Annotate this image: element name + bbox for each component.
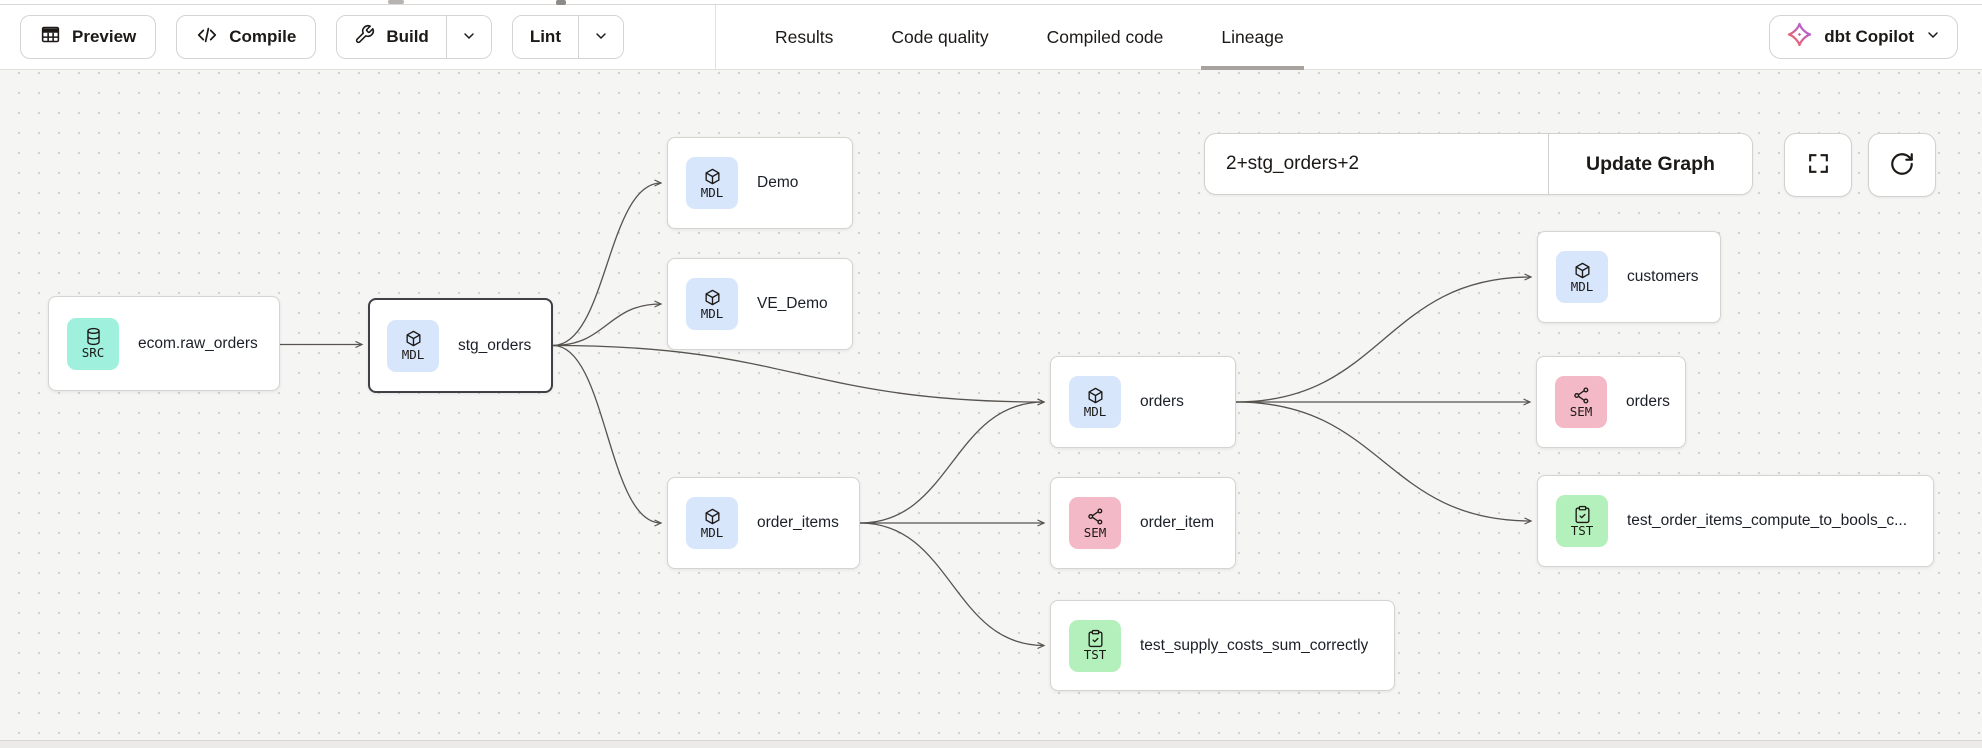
semantic-model-icon: SEM — [1555, 376, 1607, 428]
chevron-down-icon — [593, 28, 609, 47]
node-stg_orders[interactable]: MDL stg_orders — [368, 298, 553, 393]
lineage-selector-input[interactable] — [1205, 134, 1548, 194]
node-label: customers — [1627, 268, 1699, 285]
bottom-panel-edge — [0, 740, 1982, 748]
lint-button[interactable]: Lint — [512, 16, 578, 58]
wrench-icon — [354, 24, 375, 50]
toolbar-divider — [715, 5, 716, 70]
edge-orders_mdl-to-customers — [1235, 277, 1531, 403]
code-icon — [196, 24, 218, 51]
preview-label: Preview — [72, 27, 137, 46]
database-icon: SRC — [67, 317, 119, 370]
chevron-down-icon — [461, 28, 477, 47]
build-button-group: Build — [336, 15, 492, 59]
lint-button-group: Lint — [511, 15, 624, 59]
node-label: orders — [1626, 393, 1670, 410]
cube-icon: MDL — [1556, 251, 1608, 303]
lint-dropdown-button[interactable] — [577, 16, 623, 58]
cube-icon: MDL — [686, 278, 738, 330]
node-label: test_supply_costs_sum_correctly — [1140, 636, 1369, 654]
edge-stg_orders-to-order_items — [552, 344, 661, 524]
lint-label: Lint — [529, 27, 561, 46]
fullscreen-icon — [1806, 151, 1831, 179]
graph-selector-bar: Update Graph — [1204, 133, 1753, 195]
tab-lineage[interactable]: Lineage — [1192, 5, 1312, 70]
cube-icon: MDL — [387, 319, 439, 372]
tab-code-quality[interactable]: Code quality — [891, 27, 989, 47]
node-demo[interactable]: MDL Demo — [667, 137, 853, 229]
node-test_supply[interactable]: TST test_supply_costs_sum_correctly — [1050, 600, 1395, 691]
test-icon: TST — [1069, 619, 1121, 672]
build-dropdown-button[interactable] — [445, 16, 491, 58]
build-button[interactable]: Build — [337, 16, 446, 58]
node-label: orders — [1140, 393, 1184, 410]
cube-icon: MDL — [686, 157, 738, 209]
update-graph-button[interactable]: Update Graph — [1548, 134, 1752, 194]
build-label: Build — [386, 27, 429, 46]
edge-stg_orders-to-ve_demo — [552, 304, 661, 347]
edge-order_items-to-orders_mdl — [859, 402, 1044, 524]
node-orders_mdl[interactable]: MDL orders — [1050, 356, 1236, 448]
node-label: VE_Demo — [757, 295, 828, 312]
result-panel-tabs: Results Code quality Compiled code Lineage — [746, 5, 1313, 70]
dbt-copilot-label: dbt Copilot — [1824, 27, 1914, 46]
refresh-button[interactable] — [1868, 133, 1936, 197]
tabbar-fragment — [388, 0, 404, 4]
tabbar-fragment — [556, 0, 566, 5]
node-orders_sem[interactable]: SEM orders — [1536, 356, 1686, 448]
preview-button[interactable]: Preview — [20, 15, 157, 59]
compile-button[interactable]: Compile — [176, 15, 317, 59]
edge-orders_mdl-to-test_order_items — [1235, 401, 1531, 521]
node-label: test_order_items_compute_to_bools_c... — [1627, 512, 1908, 529]
chevron-down-icon — [1925, 27, 1941, 48]
cube-icon: MDL — [686, 497, 738, 549]
node-label: ecom.raw_orders — [138, 334, 258, 352]
refresh-icon — [1889, 151, 1915, 180]
node-order_items[interactable]: MDL order_items — [667, 477, 860, 569]
edge-stg_orders-to-orders_mdl — [552, 344, 1044, 403]
node-customers[interactable]: MDL customers — [1537, 231, 1721, 323]
compile-label: Compile — [229, 27, 297, 46]
editor-tabbar-edge — [0, 0, 1982, 5]
node-ve_demo[interactable]: MDL VE_Demo — [667, 258, 853, 350]
dbt-copilot-icon — [1786, 21, 1813, 53]
semantic-model-icon: SEM — [1069, 497, 1121, 549]
node-label: order_item — [1140, 514, 1215, 531]
test-icon: TST — [1556, 495, 1608, 547]
table-icon — [40, 24, 61, 50]
tab-compiled-code[interactable]: Compiled code — [1046, 27, 1164, 47]
cube-icon: MDL — [1069, 376, 1121, 428]
tab-results[interactable]: Results — [775, 27, 834, 47]
node-ecom_raw_orders[interactable]: SRC ecom.raw_orders — [48, 296, 280, 391]
node-label: stg_orders — [458, 336, 532, 354]
node-order_item_sem[interactable]: SEM order_item — [1050, 477, 1236, 569]
edge-order_items-to-test_supply — [859, 522, 1044, 646]
dbt-copilot-button[interactable]: dbt Copilot — [1769, 15, 1958, 59]
edge-stg_orders-to-demo — [552, 183, 661, 347]
toolbar-actions: Preview Compile Build Lint — [0, 15, 624, 59]
node-test_order_items[interactable]: TST test_order_items_compute_to_bools_c..… — [1537, 475, 1934, 567]
node-label: Demo — [757, 174, 799, 191]
node-label: order_items — [757, 514, 839, 531]
ide-toolbar: Preview Compile Build Lint — [0, 5, 1982, 70]
fullscreen-button[interactable] — [1784, 133, 1852, 197]
